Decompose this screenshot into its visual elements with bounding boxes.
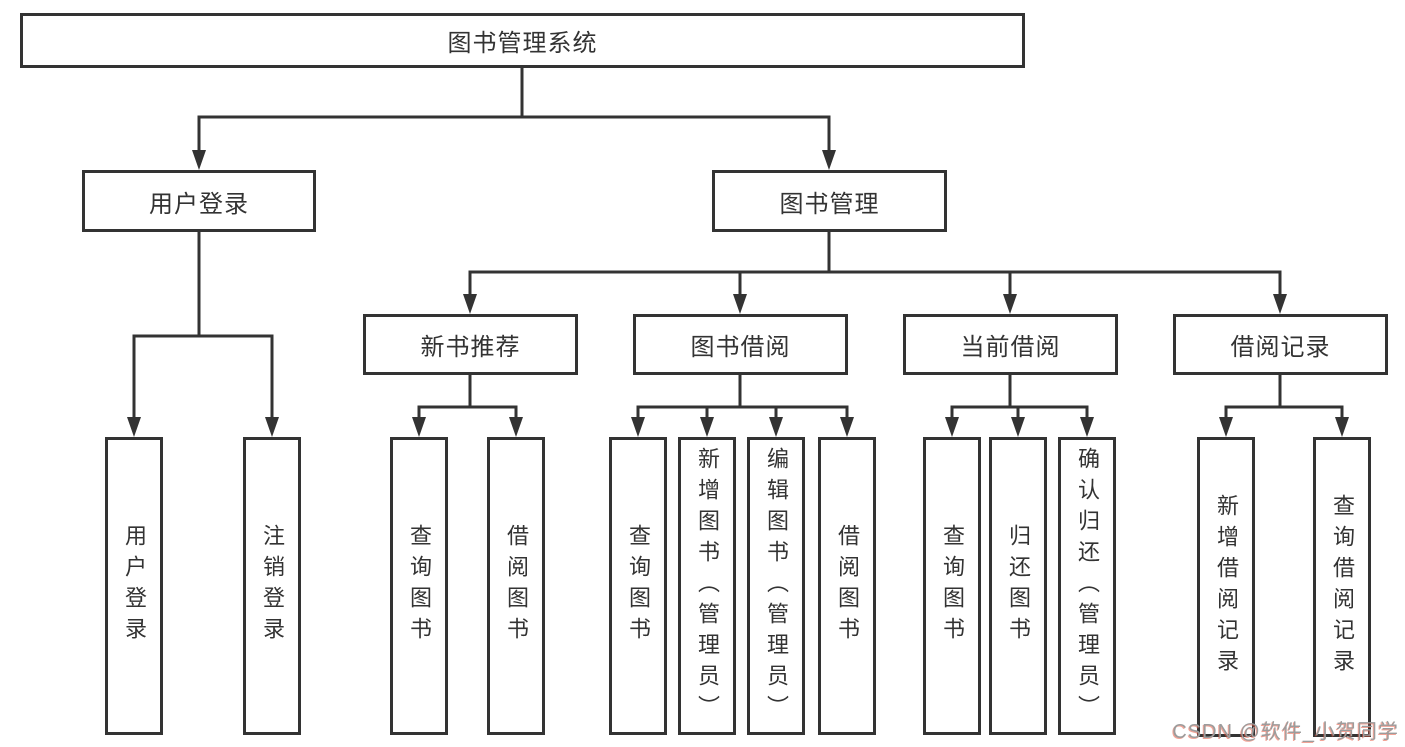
- node-leaf-borrow-books-label: 借阅图书: [835, 524, 860, 648]
- node-leaf-query-borrow-record: 查询借阅记录: [1313, 437, 1371, 737]
- node-leaf-query-books-recommend-label: 查询图书: [407, 524, 432, 648]
- node-new-book-recommend-label: 新书推荐: [420, 334, 521, 361]
- node-leaf-add-books-admin-label: 新增图书（管理员）: [695, 446, 720, 726]
- node-leaf-return-books-label: 归还图书: [1006, 524, 1031, 648]
- node-user-login: 用户登录: [82, 170, 316, 232]
- node-book-management: 图书管理: [712, 170, 947, 232]
- node-leaf-confirm-return-admin-label: 确认归还（管理员）: [1075, 446, 1100, 726]
- node-new-book-recommend: 新书推荐: [363, 314, 578, 375]
- node-leaf-add-borrow-record-label: 新增借阅记录: [1214, 494, 1239, 680]
- node-borrow-records: 借阅记录: [1173, 314, 1388, 375]
- node-leaf-add-borrow-record: 新增借阅记录: [1197, 437, 1255, 737]
- node-root-label: 图书管理系统: [447, 30, 598, 57]
- node-leaf-query-books-current: 查询图书: [923, 437, 981, 735]
- csdn-watermark: CSDN @软件_小贺同学: [1172, 721, 1399, 743]
- node-book-borrow-label: 图书借阅: [690, 334, 791, 361]
- node-leaf-edit-books-admin-label: 编辑图书（管理员）: [764, 446, 789, 726]
- node-leaf-confirm-return-admin: 确认归还（管理员）: [1058, 437, 1116, 735]
- node-user-login-label: 用户登录: [149, 190, 249, 218]
- node-leaf-add-books-admin: 新增图书（管理员）: [678, 437, 736, 735]
- node-borrow-records-label: 借阅记录: [1230, 334, 1331, 361]
- node-book-management-label: 图书管理: [779, 190, 880, 218]
- node-root: 图书管理系统: [20, 13, 1025, 68]
- node-leaf-query-books-current-label: 查询图书: [940, 524, 965, 648]
- node-leaf-query-books-borrow-label: 查询图书: [626, 524, 651, 648]
- node-leaf-borrow-books-recommend: 借阅图书: [487, 437, 545, 735]
- node-leaf-query-borrow-record-label: 查询借阅记录: [1330, 494, 1355, 680]
- node-leaf-return-books: 归还图书: [989, 437, 1047, 735]
- node-leaf-edit-books-admin: 编辑图书（管理员）: [747, 437, 805, 735]
- node-leaf-user-login-label: 用户登录: [122, 524, 147, 648]
- node-leaf-query-books-borrow: 查询图书: [609, 437, 667, 735]
- node-current-borrow: 当前借阅: [903, 314, 1118, 375]
- node-leaf-query-books-recommend: 查询图书: [390, 437, 448, 735]
- node-leaf-logout: 注销登录: [243, 437, 301, 735]
- node-current-borrow-label: 当前借阅: [960, 334, 1061, 361]
- node-leaf-borrow-books-recommend-label: 借阅图书: [504, 524, 529, 648]
- node-leaf-borrow-books: 借阅图书: [818, 437, 876, 735]
- node-leaf-user-login: 用户登录: [105, 437, 163, 735]
- node-book-borrow: 图书借阅: [633, 314, 848, 375]
- node-leaf-logout-label: 注销登录: [260, 524, 285, 648]
